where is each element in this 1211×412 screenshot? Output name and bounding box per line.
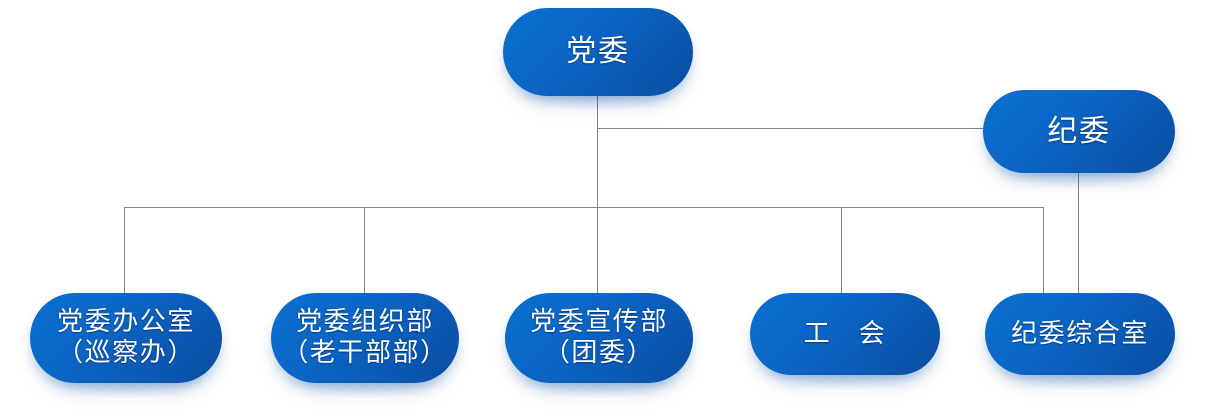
- node-label: 工 会: [803, 318, 887, 348]
- connector-drop-4: [841, 207, 842, 293]
- node-labor-union[interactable]: 工 会: [750, 293, 940, 391]
- node-propaganda-department[interactable]: 党委宣传部 （团委）: [505, 293, 693, 399]
- node-party-office[interactable]: 党委办公室 （巡察办）: [30, 293, 222, 399]
- node-organization-department[interactable]: 党委组织部 （老干部部）: [271, 293, 459, 399]
- connector-drop-1: [124, 207, 125, 293]
- connector-drop-5: [1043, 207, 1044, 293]
- connector-root-trunk: [597, 96, 598, 208]
- connector-drop-2: [364, 207, 365, 293]
- connector-drop-3: [597, 207, 598, 293]
- node-party-committee[interactable]: 党委: [503, 8, 693, 112]
- connector-main-bus: [124, 207, 1044, 208]
- node-label: 党委组织部 （老干部部）: [282, 307, 448, 367]
- node-label: 党委宣传部 （团委）: [530, 307, 668, 367]
- node-discipline-committee[interactable]: 纪委: [983, 90, 1175, 189]
- node-label: 党委: [566, 35, 630, 69]
- connector-root-to-discipline: [597, 128, 984, 129]
- node-label: 党委办公室 （巡察办）: [57, 307, 195, 367]
- node-label: 纪委: [1047, 114, 1111, 148]
- connector-discipline-to-office: [1078, 172, 1079, 293]
- node-discipline-general-office[interactable]: 纪委综合室: [985, 293, 1175, 391]
- node-label: 纪委综合室: [1011, 318, 1149, 348]
